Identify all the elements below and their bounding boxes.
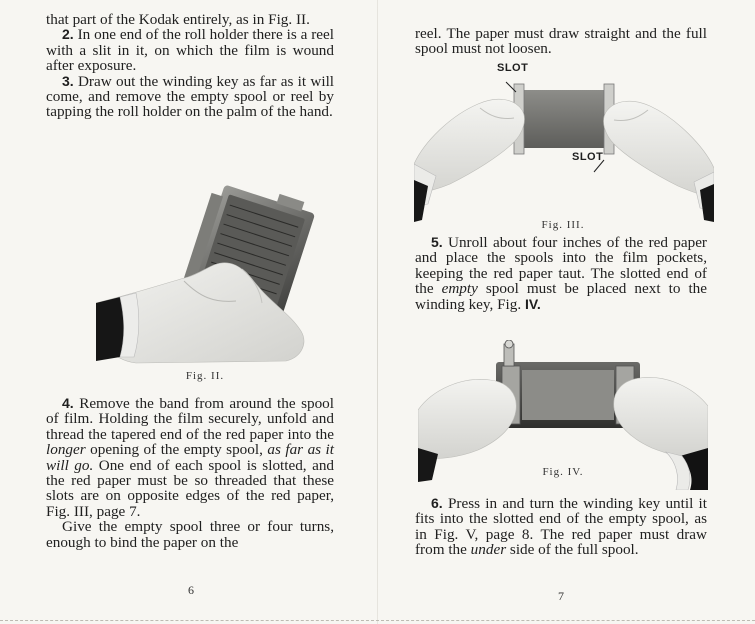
right-para-6: 6. Press in and turn the winding key unt…	[415, 495, 707, 559]
right-para-5: 5. Unroll about four inches of the red p…	[415, 234, 707, 313]
right-text-bottom: 6. Press in and turn the winding key unt…	[415, 495, 707, 559]
page-number-7: 7	[558, 589, 564, 603]
figure-2-caption: Fig. II.	[185, 370, 225, 382]
hand	[96, 262, 305, 364]
page-number-6: 6	[188, 583, 194, 597]
left-text-top: that part of the Kodak entirely, as in F…	[46, 12, 334, 120]
figure-2-photo	[96, 185, 315, 364]
left-hand-fig4	[418, 379, 517, 460]
figure-3-photo	[414, 81, 714, 222]
left-para-continuation: that part of the Kodak entirely, as in F…	[46, 11, 310, 28]
right-page: reel. The paper must draw straight and t…	[378, 0, 755, 624]
sleeve	[96, 297, 124, 361]
left-text-bottom: 4. Remove the band from around the spool…	[46, 395, 335, 551]
right-text-middle: 5. Unroll about four inches of the red p…	[415, 234, 707, 313]
left-hand	[414, 98, 525, 195]
right-hand	[603, 100, 714, 199]
slot-label-top: SLOT	[497, 62, 529, 74]
figure-4-photo	[418, 340, 708, 490]
right-text-top: reel. The paper must draw straight and t…	[415, 26, 707, 57]
right-para-continuation: reel. The paper must draw straight and t…	[415, 25, 707, 58]
figure-3-caption: Fig. III.	[541, 219, 585, 231]
left-para-4: 4. Remove the band from around the spool…	[46, 395, 335, 520]
slot-label-bottom: SLOT	[572, 151, 604, 163]
right-hand-fig4	[613, 377, 708, 459]
bottom-dashed-border	[0, 620, 755, 621]
left-para-2: 2. In one end of the roll holder there i…	[46, 26, 334, 75]
left-para-3: 3. Draw out the winding key as far as it…	[46, 72, 335, 121]
page-gutter	[377, 0, 378, 624]
left-para-give: Give the empty spool three or four turns…	[46, 518, 334, 551]
film-paper	[522, 90, 606, 148]
left-page: that part of the Kodak entirely, as in F…	[46, 12, 335, 597]
figure-4-caption: Fig. IV.	[542, 466, 584, 478]
